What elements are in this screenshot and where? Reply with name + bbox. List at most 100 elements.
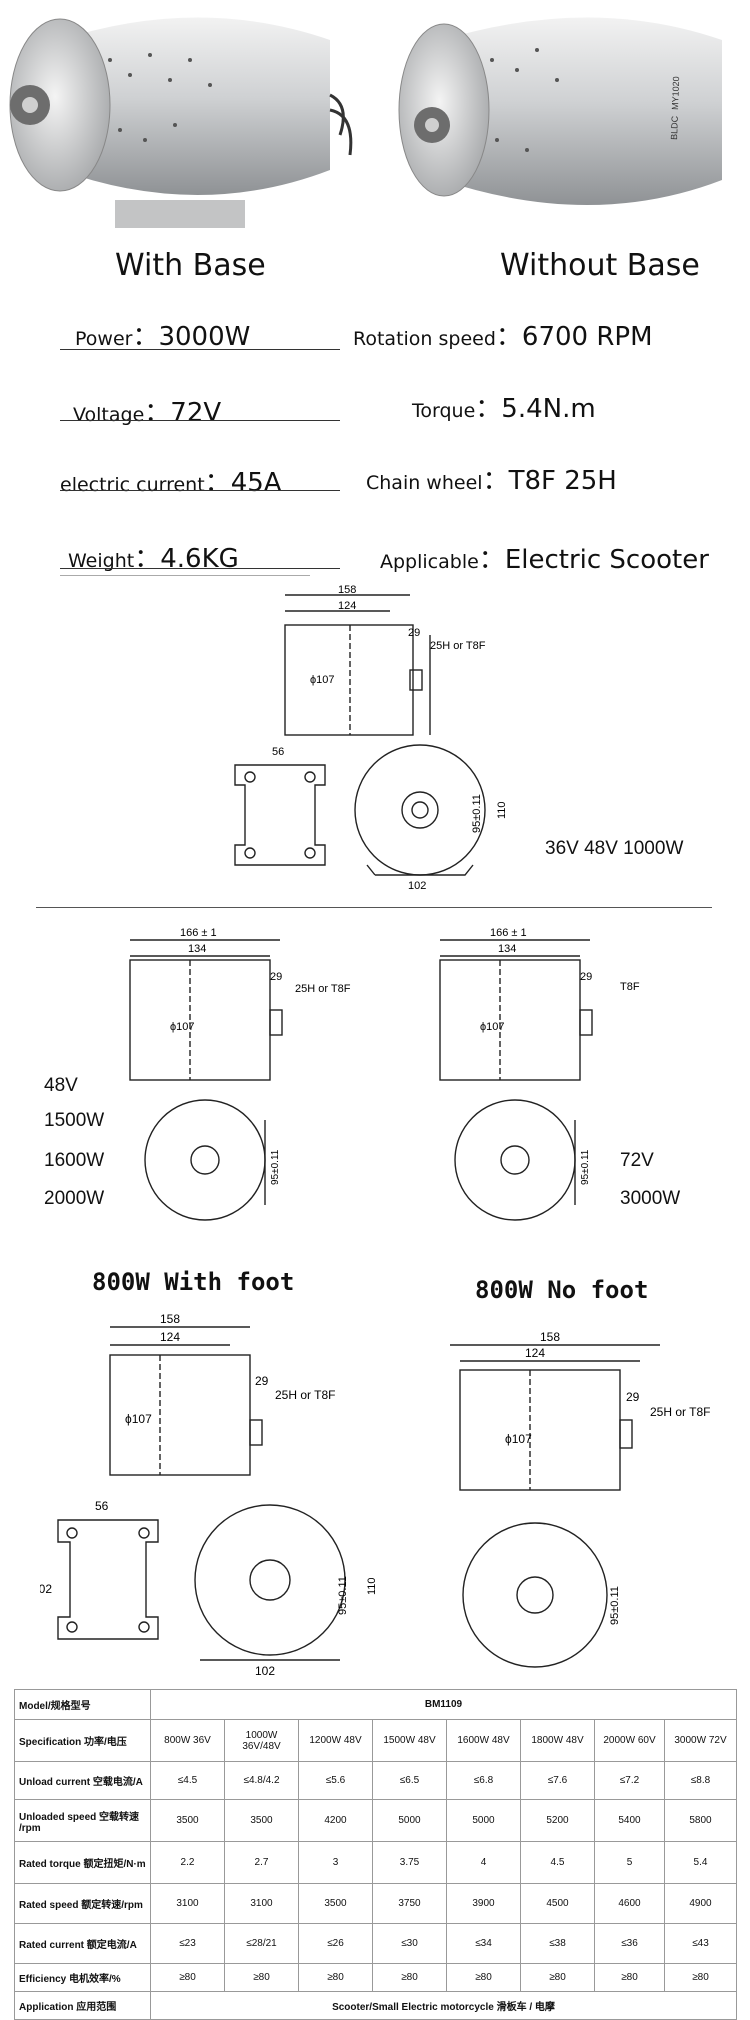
table-cell: 2.7 — [224, 1841, 299, 1884]
dim-shaft: 29 — [408, 627, 420, 639]
dim-sprocket: 25H or T8F — [650, 1405, 710, 1419]
table-cell: 3900 — [446, 1883, 521, 1924]
table-cell: 4500 — [520, 1883, 595, 1924]
spec-label: Voltage — [73, 404, 145, 426]
table-cell: ≤36 — [594, 1923, 665, 1964]
dim-diameter: ϕ107 — [310, 674, 335, 686]
table-cell: 5400 — [594, 1799, 665, 1842]
variant-1500w: 1500W — [44, 1110, 105, 1131]
table-cell: ≤38 — [520, 1923, 595, 1964]
row-label: Specification 功率/电压 — [14, 1719, 151, 1762]
spec-item: electric current：45A — [60, 462, 282, 499]
spec-value: 6700 RPM — [521, 322, 653, 352]
section-divider — [36, 907, 712, 908]
table-cell: 5000 — [446, 1799, 521, 1842]
spec-item: Power：3000W — [75, 316, 250, 353]
table-cell: 3500 — [150, 1799, 225, 1842]
table-row: Efficiency 电机效率/%≥80≥80≥80≥80≥80≥80≥80≥8… — [14, 1963, 737, 1992]
table-cell: ≤30 — [372, 1923, 447, 1964]
spec-label: electric current — [60, 474, 205, 496]
table-cell: 5.4 — [664, 1841, 737, 1884]
table-cell: ≤5.6 — [298, 1761, 373, 1800]
table-cell: ≤8.8 — [664, 1761, 737, 1800]
table-cell: ≤28/21 — [224, 1923, 299, 1964]
table-cell: 4200 — [298, 1799, 373, 1842]
table-cell: 1500W 48V — [372, 1719, 447, 1762]
dim-height: 110 — [496, 801, 508, 819]
table-cell: 3750 — [372, 1883, 447, 1924]
table-cell: ≥80 — [150, 1963, 225, 1992]
dim-shaft: 29 — [270, 971, 282, 983]
spec-value: Electric Scooter — [504, 545, 709, 575]
dim-body: 134 — [188, 943, 206, 955]
table-cell: ≤7.6 — [520, 1761, 595, 1800]
dim-diameter: ϕ107 — [505, 1432, 532, 1446]
table-cell: 5200 — [520, 1799, 595, 1842]
dim-foot-width: 102 — [408, 880, 426, 892]
dim-overall: 166 ± 1 — [180, 927, 217, 939]
dim-overall: 158 — [160, 1312, 180, 1326]
spec-label: Chain wheel — [366, 472, 483, 494]
spec-divider — [60, 575, 310, 576]
table-cell: ≤4.5 — [150, 1761, 225, 1800]
table-row: Rated current 额定电流/A≤23≤28/21≤26≤30≤34≤3… — [14, 1923, 737, 1964]
motor-label-brand: BLDC — [669, 115, 680, 140]
motor-photo-without-base: BLDC MY1020 — [392, 0, 750, 245]
drawing-72v-3000w: 166 ± 1 134 29 T8F ϕ107 95±0.11 — [420, 920, 740, 1240]
table-cell: ≥80 — [594, 1963, 665, 1992]
dim-body: 134 — [498, 943, 516, 955]
dim-shaft: 29 — [255, 1374, 269, 1388]
dim-base-height: 102 — [40, 1582, 52, 1596]
dim-body: 124 — [160, 1330, 180, 1344]
model-label: Model/规格型号 — [14, 1689, 151, 1720]
drawing-1000w: 158 124 29 25H or T8F ϕ107 56 102 95±0.1… — [207, 584, 750, 905]
table-cell: 800W 36V — [150, 1719, 225, 1762]
table-cell: 3100 — [150, 1883, 225, 1924]
table-cell: ≤34 — [446, 1923, 521, 1964]
table-cell: ≥80 — [520, 1963, 595, 1992]
spec-divider — [60, 349, 340, 350]
without-base-caption: Without Base — [500, 248, 700, 283]
table-cell: 1200W 48V — [298, 1719, 373, 1762]
drawing-800w-with-foot: 158 124 29 25H or T8F ϕ107 56 102 95±0.1… — [32, 1305, 420, 1680]
row-label: Unload current 空载电流/A — [14, 1761, 151, 1800]
row-label: Rated torque 额定扭矩/N·m — [14, 1841, 151, 1884]
spec-divider — [60, 568, 340, 569]
table-cell: ≥80 — [664, 1963, 737, 1992]
dim-overall: 158 — [338, 585, 356, 596]
spec-separator: ： — [204, 468, 231, 498]
spec-label: Weight — [68, 550, 135, 572]
voltage-note-1000w: 36V 48V 1000W — [545, 838, 684, 859]
drawing-800w-no-foot: 158 124 29 25H or T8F ϕ107 95±0.11 — [430, 1305, 750, 1680]
spec-item: Weight：4.6KG — [68, 538, 239, 575]
spec-item: Rotation speed：6700 RPM — [353, 316, 653, 353]
spec-item: Voltage：72V — [73, 392, 221, 429]
application-value: Scooter/Small Electric motorcycle 滑板车 / … — [150, 1991, 737, 2020]
dim-diameter: ϕ107 — [170, 1021, 195, 1033]
variant-2000w: 2000W — [44, 1188, 105, 1209]
table-row: Unload current 空载电流/A≤4.5≤4.8/4.2≤5.6≤6.… — [14, 1761, 737, 1800]
dim-bolt-circle: 95±0.11 — [337, 1576, 349, 1615]
dim-sprocket: 25H or T8F — [430, 640, 486, 652]
table-row: Model/规格型号 BM1109 — [14, 1689, 737, 1720]
dim-base-width: 56 — [272, 746, 284, 758]
table-cell: 3100 — [224, 1883, 299, 1924]
table-cell: 4900 — [664, 1883, 737, 1924]
table-cell: 4 — [446, 1841, 521, 1884]
dim-bolt-circle: 95±0.11 — [471, 794, 483, 833]
spec-item: Applicable：Electric Scooter — [380, 539, 709, 576]
heading-800w-with-foot: 800W With foot — [92, 1268, 295, 1296]
table-cell: ≤4.8/4.2 — [224, 1761, 299, 1800]
spec-item: Torque：5.4N.m — [412, 388, 596, 425]
table-cell: ≤23 — [150, 1923, 225, 1964]
with-base-caption: With Base — [115, 248, 266, 283]
table-cell: 1600W 48V — [446, 1719, 521, 1762]
dim-foot-width: 102 — [255, 1664, 275, 1678]
row-label: Rated current 额定电流/A — [14, 1923, 151, 1964]
spec-value: 72V — [170, 398, 222, 428]
dim-body: 124 — [525, 1346, 545, 1360]
